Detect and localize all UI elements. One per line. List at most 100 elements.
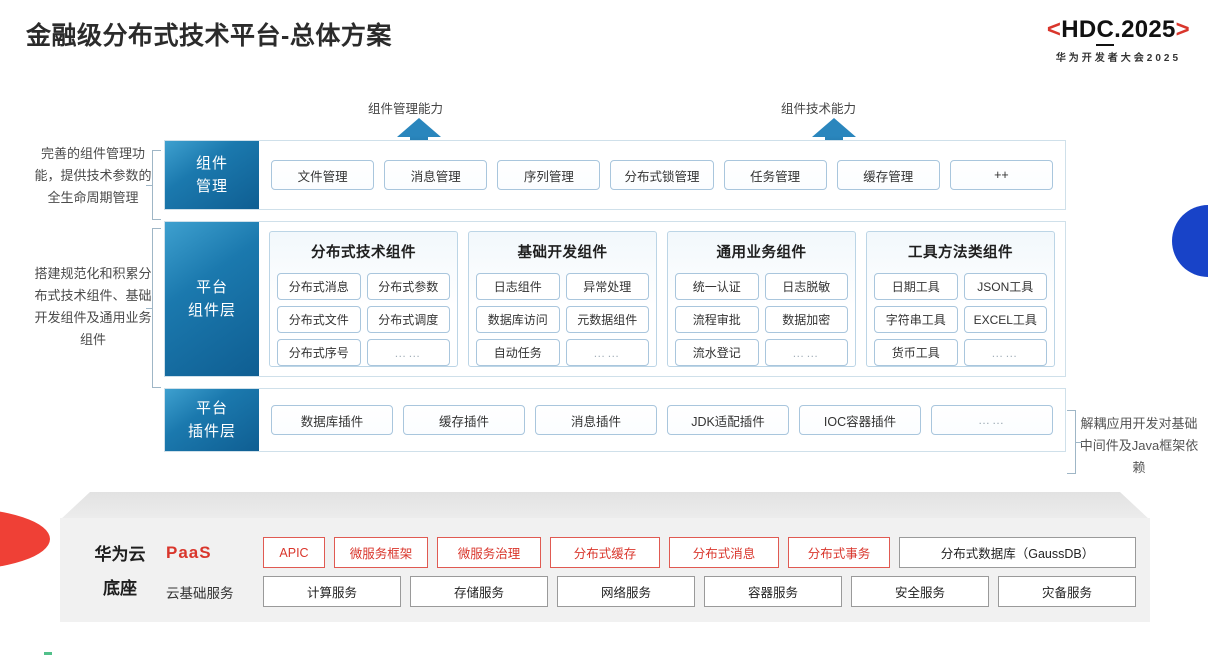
chip-more[interactable]: ++ xyxy=(949,160,1053,190)
group-grid: 日志组件 异常处理 数据库访问 元数据组件 自动任务 …… xyxy=(476,273,649,366)
huawei-cloud-base: 华为云 底座 PaaS APIC 微服务框架 微服务治理 分布式缓存 分布式消息… xyxy=(60,492,1150,622)
base-rows: PaaS APIC 微服务框架 微服务治理 分布式缓存 分布式消息 分布式事务 … xyxy=(166,537,1136,607)
cell-log-component[interactable]: 日志组件 xyxy=(476,273,560,300)
chip-distributed-lock-management[interactable]: 分布式锁管理 xyxy=(610,160,714,190)
hdc-text-c: .2025 xyxy=(1114,16,1176,43)
cell-distributed-message[interactable]: 分布式消息 xyxy=(277,273,361,300)
chip-message-plugin[interactable]: 消息插件 xyxy=(535,405,657,435)
group-title: 工具方法类组件 xyxy=(908,245,1013,261)
group-tool-methods: 工具方法类组件 日期工具 JSON工具 字符串工具 EXCEL工具 货币工具 …… xyxy=(866,231,1055,367)
cell-distributed-file[interactable]: 分布式文件 xyxy=(277,306,361,333)
cell-excel-tool[interactable]: EXCEL工具 xyxy=(963,306,1047,333)
cell-db-access[interactable]: 数据库访问 xyxy=(476,306,560,333)
arrow-label-component-management: 组件管理能力 xyxy=(368,102,444,116)
cell-metadata-component[interactable]: 元数据组件 xyxy=(565,306,649,333)
bbox-security-service[interactable]: 安全服务 xyxy=(851,576,989,607)
cell-distributed-param[interactable]: 分布式参数 xyxy=(366,273,450,300)
cell-currency-tool[interactable]: 货币工具 xyxy=(874,339,958,366)
group-title: 基础开发组件 xyxy=(517,245,608,261)
cell-unified-auth[interactable]: 统一认证 xyxy=(675,273,759,300)
chip-ioc-container-plugin[interactable]: IOC容器插件 xyxy=(799,405,921,435)
bbox-distributed-database[interactable]: 分布式数据库（GaussDB） xyxy=(899,537,1136,568)
group-grid: 分布式消息 分布式参数 分布式文件 分布式调度 分布式序号 …… xyxy=(277,273,450,366)
cell-distributed-schedule[interactable]: 分布式调度 xyxy=(366,306,450,333)
base-row-cloud: 云基础服务 计算服务 存储服务 网络服务 容器服务 安全服务 灾备服务 xyxy=(166,576,1136,607)
hdc-text-a: HD xyxy=(1061,16,1097,43)
group-distributed-tech: 分布式技术组件 分布式消息 分布式参数 分布式文件 分布式调度 分布式序号 …… xyxy=(269,231,458,367)
hdc-logo: <HDC.2025> 华为开发者大会2025 xyxy=(1047,16,1190,64)
cell-more[interactable]: …… xyxy=(764,339,848,366)
annotation-left-2: 搭建规范化和积累分布式技术组件、基础开发组件及通用业务组件 xyxy=(34,266,152,347)
cell-more[interactable]: …… xyxy=(565,339,649,366)
layer-label-line2: 插件层 xyxy=(187,423,236,440)
arrow-label-component-technology: 组件技术能力 xyxy=(781,102,857,116)
bracket-tick-1 xyxy=(146,185,152,186)
base-content: 华为云 底座 PaaS APIC 微服务框架 微服务治理 分布式缓存 分布式消息… xyxy=(74,524,1136,620)
bracket-tick-3 xyxy=(1076,442,1082,443)
bbox-container-service[interactable]: 容器服务 xyxy=(704,576,842,607)
cell-more[interactable]: …… xyxy=(963,339,1047,366)
chip-file-management[interactable]: 文件管理 xyxy=(271,160,375,190)
chip-sequence-management[interactable]: 序列管理 xyxy=(497,160,601,190)
hdc-left-bracket-icon: < xyxy=(1046,16,1062,43)
chip-task-management[interactable]: 任务管理 xyxy=(723,160,827,190)
cell-json-tool[interactable]: JSON工具 xyxy=(963,273,1047,300)
cell-data-encryption[interactable]: 数据加密 xyxy=(764,306,848,333)
base-title-line2: 底座 xyxy=(103,579,137,598)
cell-date-tool[interactable]: 日期工具 xyxy=(874,273,958,300)
bbox-distributed-transaction[interactable]: 分布式事务 xyxy=(788,537,890,568)
red-wedge-decoration xyxy=(0,508,50,570)
cell-auto-task[interactable]: 自动任务 xyxy=(476,339,560,366)
base-perspective-top xyxy=(60,492,1150,520)
chip-db-plugin[interactable]: 数据库插件 xyxy=(271,405,393,435)
cell-transaction-record[interactable]: 流水登记 xyxy=(675,339,759,366)
annotation-right-1: 解耦应用开发对基础中间件及Java框架依赖 xyxy=(1079,416,1199,475)
layer-label-platform-plugin: 平台 插件层 xyxy=(165,389,259,451)
layer-label-platform-component: 平台 组件层 xyxy=(165,222,259,376)
bbox-apic[interactable]: APIC xyxy=(263,537,325,568)
bbox-distributed-cache[interactable]: 分布式缓存 xyxy=(550,537,660,568)
chip-message-management[interactable]: 消息管理 xyxy=(384,160,488,190)
bbox-microservice-framework[interactable]: 微服务框架 xyxy=(334,537,428,568)
cell-distributed-seq[interactable]: 分布式序号 xyxy=(277,339,361,366)
layer-label-component-management: 组件 管理 xyxy=(165,141,259,209)
annotation-left-1: 完善的组件管理功能，提供技术参数的全生命周期管理 xyxy=(34,146,152,205)
cell-string-tool[interactable]: 字符串工具 xyxy=(874,306,958,333)
layer-body-platform-component: 分布式技术组件 分布式消息 分布式参数 分布式文件 分布式调度 分布式序号 ……… xyxy=(259,222,1065,376)
bracket-tick-2 xyxy=(146,308,152,309)
cell-log-masking[interactable]: 日志脱敏 xyxy=(764,273,848,300)
base-row-paas: PaaS APIC 微服务框架 微服务治理 分布式缓存 分布式消息 分布式事务 … xyxy=(166,537,1136,568)
layer-component-management: 组件 管理 文件管理 消息管理 序列管理 分布式锁管理 任务管理 缓存管理 ++ xyxy=(164,140,1066,210)
bbox-storage-service[interactable]: 存储服务 xyxy=(410,576,548,607)
group-common-business: 通用业务组件 统一认证 日志脱敏 流程审批 数据加密 流水登记 …… xyxy=(667,231,856,367)
chip-cache-management[interactable]: 缓存管理 xyxy=(836,160,940,190)
architecture-stack: 组件 管理 文件管理 消息管理 序列管理 分布式锁管理 任务管理 缓存管理 ++… xyxy=(164,140,1066,452)
cell-more[interactable]: …… xyxy=(366,339,450,366)
bbox-dr-service[interactable]: 灾备服务 xyxy=(998,576,1136,607)
group-grid: 日期工具 JSON工具 字符串工具 EXCEL工具 货币工具 …… xyxy=(874,273,1047,366)
bbox-microservice-governance[interactable]: 微服务治理 xyxy=(437,537,541,568)
chip-more[interactable]: …… xyxy=(931,405,1053,435)
cell-exception-handling[interactable]: 异常处理 xyxy=(565,273,649,300)
base-title: 华为云 底座 xyxy=(74,538,166,606)
hdc-text-b: C xyxy=(1096,16,1115,46)
page-title: 金融级分布式技术平台-总体方案 xyxy=(26,22,392,50)
layer-platform-component: 平台 组件层 分布式技术组件 分布式消息 分布式参数 分布式文件 分布式调度 分… xyxy=(164,221,1066,377)
blue-circle-decoration xyxy=(1172,205,1208,277)
layer-label-line1: 平台 xyxy=(195,279,228,296)
bbox-distributed-message[interactable]: 分布式消息 xyxy=(669,537,779,568)
layer-platform-plugin: 平台 插件层 数据库插件 缓存插件 消息插件 JDK适配插件 IOC容器插件 …… xyxy=(164,388,1066,452)
layer-label-line1: 平台 xyxy=(195,400,228,417)
bbox-network-service[interactable]: 网络服务 xyxy=(557,576,695,607)
group-basic-dev: 基础开发组件 日志组件 异常处理 数据库访问 元数据组件 自动任务 …… xyxy=(468,231,657,367)
chip-jdk-adapter-plugin[interactable]: JDK适配插件 xyxy=(667,405,789,435)
bracket-component-management xyxy=(152,150,161,220)
group-title: 分布式技术组件 xyxy=(311,245,416,261)
hdc-right-bracket-icon: > xyxy=(1175,16,1190,43)
chip-cache-plugin[interactable]: 缓存插件 xyxy=(403,405,525,435)
base-label-paas: PaaS xyxy=(166,542,212,562)
cell-process-approval[interactable]: 流程审批 xyxy=(675,306,759,333)
layer-body-platform-plugin: 数据库插件 缓存插件 消息插件 JDK适配插件 IOC容器插件 …… xyxy=(259,389,1065,451)
bbox-compute-service[interactable]: 计算服务 xyxy=(263,576,401,607)
